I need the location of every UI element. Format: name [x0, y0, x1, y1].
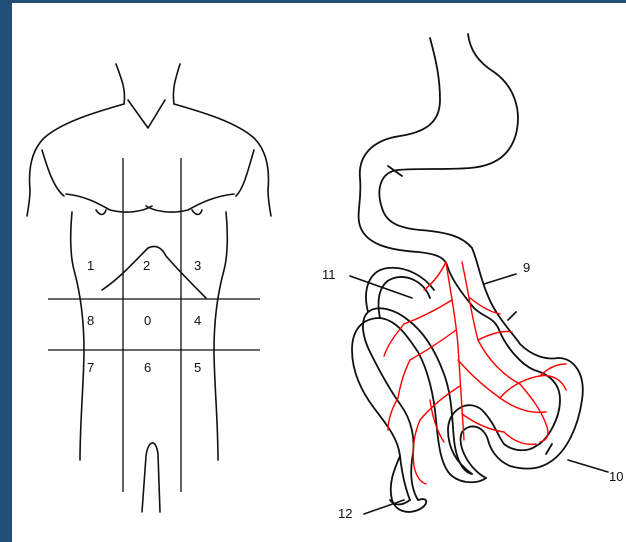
border-top — [0, 0, 626, 3]
shoulder-left — [30, 104, 124, 190]
vessel-o — [504, 432, 536, 444]
label-9: 9 — [523, 260, 530, 275]
vessel-main — [446, 262, 464, 440]
border-left — [0, 0, 12, 542]
label-10: 10 — [609, 469, 623, 484]
region-label-4: 4 — [194, 313, 201, 328]
side-right — [214, 212, 227, 460]
vessel-a — [462, 262, 520, 384]
loop-upper-left-outer — [379, 277, 430, 318]
rib-arch — [102, 246, 206, 298]
leg-gap — [142, 443, 160, 512]
vessel-l — [384, 324, 404, 356]
vessel-c — [410, 330, 456, 360]
vessel-b — [404, 300, 452, 324]
arm-right — [268, 190, 271, 216]
vessel-r — [424, 262, 446, 290]
region-label-1: 1 — [87, 258, 94, 273]
region-label-8: 8 — [87, 313, 94, 328]
region-label-0: 0 — [144, 313, 151, 328]
vessel-g — [478, 331, 512, 340]
neck-left — [116, 64, 125, 104]
arm-left — [27, 190, 30, 216]
nipple-left — [96, 210, 106, 215]
region-label-2: 2 — [143, 258, 150, 273]
shoulder-right — [174, 104, 268, 190]
side-left — [71, 212, 84, 460]
leader-10 — [568, 460, 608, 472]
vessel-f — [462, 414, 504, 432]
label-12: 12 — [338, 506, 352, 521]
intestine-diagram — [352, 34, 583, 512]
leader-9 — [484, 274, 516, 284]
leader-11 — [350, 276, 412, 298]
crease-1 — [388, 166, 402, 176]
vessel-q — [388, 398, 398, 430]
region-label-5: 5 — [194, 360, 201, 375]
loop-left-outer — [352, 318, 486, 500]
chest-left — [66, 194, 152, 212]
armpit-right — [236, 150, 254, 196]
nipple-right — [192, 210, 202, 215]
vessel-j — [398, 360, 410, 398]
leader-12 — [364, 500, 404, 514]
region-label-7: 7 — [87, 360, 94, 375]
tube-upper-left — [359, 38, 448, 268]
label-11: 11 — [322, 267, 336, 282]
chest-right — [146, 194, 234, 212]
collar-v — [128, 100, 165, 128]
torso-diagram — [27, 64, 271, 512]
mesenteric-vessels — [384, 262, 566, 484]
crease-3 — [546, 444, 552, 454]
armpit-left — [42, 150, 64, 196]
vessel-h — [500, 376, 566, 398]
vessel-k — [413, 420, 426, 484]
neck-right — [173, 64, 180, 104]
tube-upper-right — [379, 34, 518, 248]
region-label-6: 6 — [144, 360, 151, 375]
loop-right-outer — [472, 248, 583, 462]
region-label-3: 3 — [194, 258, 201, 273]
loop-left-inner — [363, 308, 472, 500]
vessel-i — [520, 384, 548, 442]
crease-2 — [508, 312, 516, 320]
vessel-e — [420, 386, 460, 420]
